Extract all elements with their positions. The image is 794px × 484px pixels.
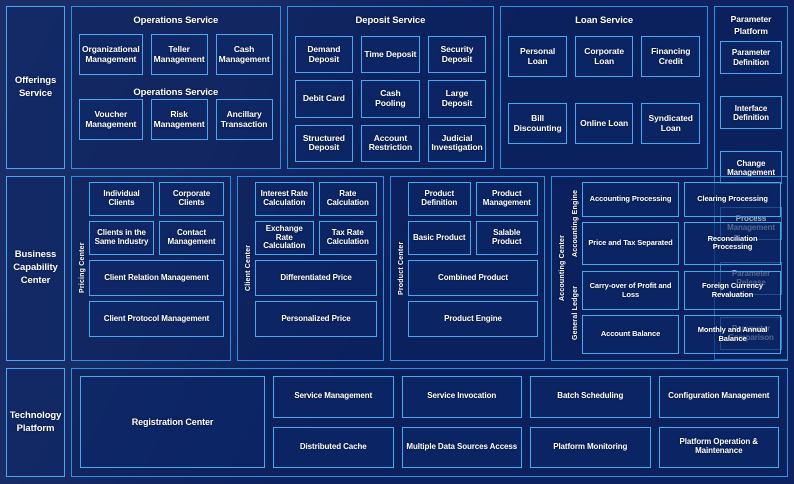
product-center-items: Product Definition Product Management Ba…	[408, 182, 538, 354]
loan-service-items: Personal Loan Corporate Loan Financing C…	[508, 32, 701, 162]
capability-box[interactable]: Platform Monitoring	[530, 426, 651, 468]
vertical-label-client-center: Client Center	[245, 244, 252, 292]
group-title-operations-service: Operations Service	[133, 15, 219, 26]
capability-box[interactable]: Account Balance	[582, 315, 679, 354]
capability-box[interactable]: Multiple Data Sources Access	[401, 426, 522, 468]
row-label-business-capability-center: Business Capability Center	[6, 176, 65, 361]
capability-box[interactable]: Debit Card	[294, 80, 354, 118]
pricing-center-items: Individual Clients Corporate Clients Cli…	[89, 182, 224, 354]
capability-box[interactable]: Demand Deposit	[294, 36, 354, 74]
capability-box[interactable]: Structured Deposit	[294, 124, 354, 162]
group-technology-platform: Registration Center Service Management S…	[71, 368, 788, 477]
capability-box[interactable]: Organizational Management	[79, 34, 143, 75]
capability-box[interactable]: Reconciliation Processing	[684, 221, 781, 265]
vertical-label-general-ledger: General Ledger	[572, 285, 579, 340]
accounting-center-body: Accounting Engine Accounting Processing …	[569, 182, 781, 354]
capability-box[interactable]: Corporate Loan	[574, 36, 634, 77]
group-title-loan-service: Loan Service	[575, 15, 634, 26]
group-operations-service: Operations Service Operations Service Or…	[71, 6, 281, 169]
capability-box[interactable]: Online Loan	[574, 103, 634, 144]
capability-box[interactable]: Product Definition	[408, 182, 471, 216]
capability-box[interactable]: Clients in the Same Industry	[89, 221, 154, 255]
capability-box[interactable]: Voucher Management	[79, 99, 143, 140]
row-label-offerings-service: Offerings Service	[6, 6, 65, 169]
capability-box[interactable]: Carry-over of Profit and Loss	[582, 271, 679, 310]
capability-box[interactable]: Foreign Currency Revaluation	[684, 271, 781, 310]
capability-box[interactable]: Client Relation Management	[89, 260, 224, 296]
capability-box[interactable]: Individual Clients	[89, 182, 154, 216]
capability-box[interactable]: Rate Calculation	[318, 182, 377, 216]
technology-platform-row: Technology Platform Registration Center …	[6, 368, 788, 477]
capability-box[interactable]: Risk Management	[150, 99, 208, 140]
general-ledger-section: General Ledger Carry-over of Profit and …	[569, 271, 781, 354]
capability-box[interactable]: Batch Scheduling	[530, 376, 651, 418]
vertical-label-accounting-center: Accounting Center	[559, 235, 566, 302]
group-pricing-center: Pricing Center Individual Clients Corpor…	[71, 176, 231, 361]
vertical-label-pricing-center: Pricing Center	[79, 242, 86, 294]
group-deposit-service: Deposit Service Demand Deposit Time Depo…	[286, 6, 495, 169]
capability-box[interactable]: Product Engine	[408, 301, 538, 337]
capability-box[interactable]: Monthly and Annual Balance	[684, 315, 781, 354]
capability-box[interactable]: Tax Rate Calculation	[318, 221, 377, 255]
capability-box[interactable]: Clearing Processing	[684, 182, 781, 217]
capability-box[interactable]: Financing Credit	[641, 36, 701, 77]
capability-box[interactable]: Basic Product	[408, 221, 471, 255]
capability-box[interactable]: Distributed Cache	[273, 426, 394, 468]
capability-box[interactable]: Cash Pooling	[361, 80, 420, 118]
capability-box[interactable]: Differentiated Price	[255, 260, 377, 296]
capability-box[interactable]: Cash Management	[215, 34, 273, 75]
capability-box[interactable]: Platform Operation & Maintenance	[658, 426, 779, 468]
parameter-platform-title-line1: Parameter	[730, 14, 772, 24]
business-capability-center-row: Business Capability Center Pricing Cente…	[6, 176, 788, 361]
vertical-label-product-center: Product Center	[398, 241, 405, 295]
capability-box[interactable]: Interest Rate Calculation	[255, 182, 314, 216]
parameter-item[interactable]: Parameter Definition	[720, 41, 783, 74]
group-loan-service: Loan Service Personal Loan Corporate Loa…	[500, 6, 709, 169]
capability-box[interactable]: Personal Loan	[508, 36, 567, 77]
capability-box[interactable]: Syndicated Loan	[641, 103, 701, 144]
capability-box[interactable]: Account Restriction	[361, 124, 420, 162]
vertical-label-accounting-engine: Accounting Engine	[572, 189, 579, 258]
capability-box[interactable]: Salable Product	[475, 221, 538, 255]
accounting-engine-section: Accounting Engine Accounting Processing …	[569, 182, 781, 265]
parameter-item[interactable]: Change Management	[720, 151, 783, 185]
capability-box[interactable]: Bill Discounting	[508, 103, 567, 144]
capability-box[interactable]: Large Deposit	[427, 80, 487, 118]
registration-center-box[interactable]: Registration Center	[80, 376, 265, 468]
technology-platform-items: Service Management Service Invocation Ba…	[273, 376, 779, 468]
offerings-service-row: Offerings Service Operations Service Ope…	[6, 6, 789, 360]
group-client-center: Client Center Interest Rate Calculation …	[237, 176, 384, 361]
capability-box[interactable]: Security Deposit	[427, 36, 487, 74]
deposit-service-items: Demand Deposit Time Deposit Security Dep…	[294, 32, 487, 162]
capability-box[interactable]: Client Protocol Management	[89, 301, 224, 337]
capability-box[interactable]: Configuration Management	[658, 376, 779, 418]
capability-box[interactable]: Combined Product	[408, 260, 538, 296]
accounting-engine-items: Accounting Processing Clearing Processin…	[582, 182, 781, 265]
parameter-item[interactable]: Interface Definition	[720, 96, 783, 130]
group-title-deposit-service: Deposit Service	[355, 15, 426, 26]
capability-box[interactable]: Time Deposit	[361, 36, 420, 74]
capability-box[interactable]: Accounting Processing	[582, 182, 679, 217]
capability-box[interactable]: Corporate Clients	[159, 182, 224, 216]
operations-service-items: Organizational Management Teller Managem…	[79, 32, 273, 162]
capability-box[interactable]: Teller Management	[150, 34, 208, 75]
parameter-platform-title-line2: Platform	[734, 26, 768, 36]
capability-box[interactable]: Product Management	[475, 182, 538, 216]
capability-box[interactable]: Exchange Rate Calculation	[255, 221, 314, 255]
capability-box[interactable]: Ancillary Transaction	[215, 99, 273, 140]
group-accounting-center: Accounting Center Accounting Engine Acco…	[551, 176, 788, 361]
client-center-items: Interest Rate Calculation Rate Calculati…	[255, 182, 377, 354]
row-label-technology-platform: Technology Platform	[6, 368, 65, 477]
capability-box[interactable]: Service Management	[273, 376, 394, 418]
capability-box[interactable]: Personalized Price	[255, 301, 377, 337]
group-product-center: Product Center Product Definition Produc…	[390, 176, 545, 361]
general-ledger-items: Carry-over of Profit and Loss Foreign Cu…	[582, 271, 781, 354]
capability-box[interactable]: Contact Management	[159, 221, 224, 255]
capability-box[interactable]: Price and Tax Separated	[582, 221, 679, 265]
capability-box[interactable]: Judicial Investigation	[427, 124, 487, 162]
capability-box[interactable]: Service Invocation	[401, 376, 522, 418]
